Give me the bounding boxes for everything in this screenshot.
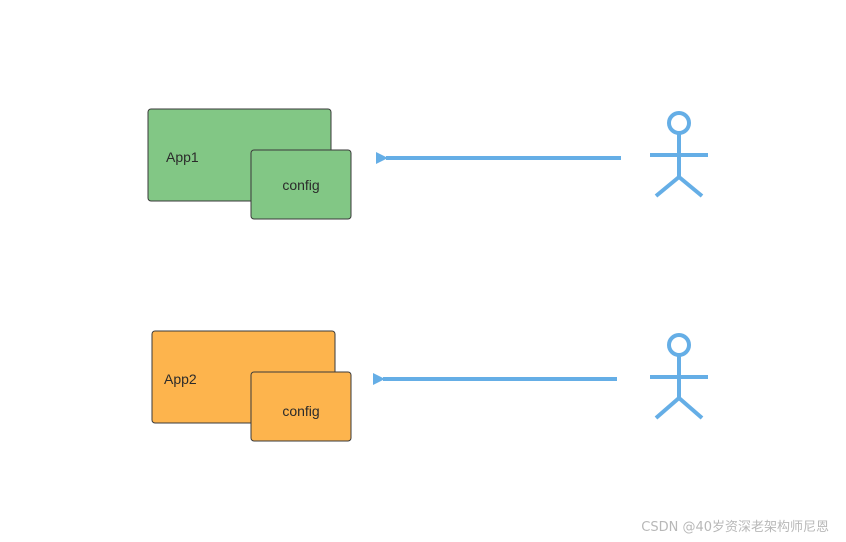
app1-config-box[interactable] xyxy=(250,149,352,220)
user-actor-icon xyxy=(650,333,708,420)
app2-config-box[interactable] xyxy=(250,371,352,442)
app1-label: App1 xyxy=(166,149,199,165)
app2-config-label: config xyxy=(282,403,319,419)
app1-config-label: config xyxy=(282,177,319,193)
row-app2: App2 config xyxy=(151,330,708,442)
user-actor-icon xyxy=(650,111,708,198)
app2-label: App2 xyxy=(164,371,197,387)
watermark-text: CSDN @40岁资深老架构师尼恩 xyxy=(641,520,829,535)
row-app1: App1 config xyxy=(147,108,708,220)
